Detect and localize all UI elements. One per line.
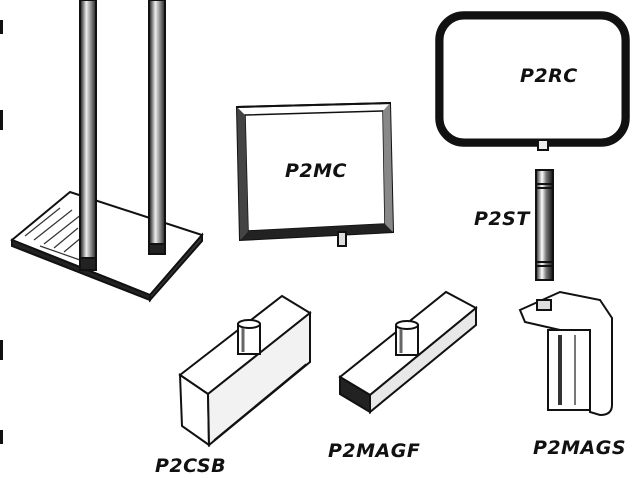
label-p2csb: P2CSB <box>155 455 227 477</box>
sign-frame-p2mc <box>235 101 395 247</box>
clip-p2csb <box>178 294 312 448</box>
label-p2magf: P2MAGF <box>328 440 421 462</box>
label-p2mags: P2MAGS <box>533 437 627 459</box>
floor-stand <box>10 0 204 303</box>
label-p2mc: P2MC <box>285 160 347 182</box>
label-p2rc: P2RC <box>520 65 578 87</box>
sign-frame-p2rc <box>435 11 630 151</box>
magnet-p2mags <box>518 290 613 417</box>
left-edge-marks <box>0 20 3 444</box>
stem-p2st <box>535 169 554 281</box>
magnet-p2magf <box>338 290 478 415</box>
label-p2st: P2ST <box>474 208 530 230</box>
